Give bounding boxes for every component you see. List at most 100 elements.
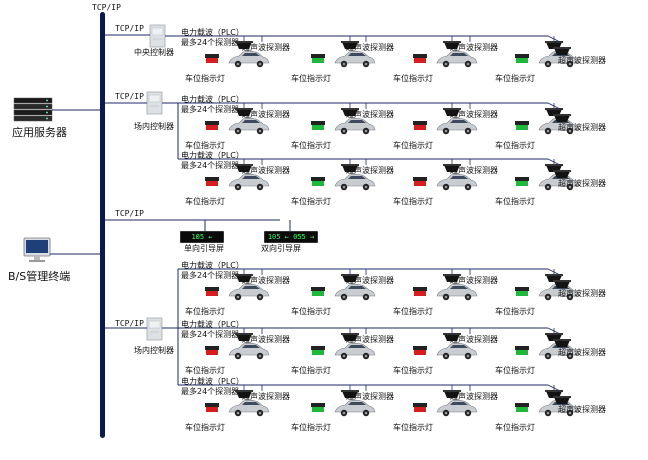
- indicator-light-icon: [413, 403, 427, 412]
- space-indicator-label: 车位指示灯: [393, 140, 433, 150]
- server-icon: [13, 97, 53, 122]
- ultrasonic-detector-label: 超声波探测器: [242, 109, 290, 119]
- car-icon: [334, 117, 376, 135]
- indicator-light-icon: [413, 121, 427, 130]
- ultrasonic-detector-icon: [235, 333, 253, 341]
- space-indicator-label: 车位指示灯: [393, 365, 433, 375]
- indicator-light-icon: [515, 403, 529, 412]
- ultrasonic-detector-label: 超声波探测器: [242, 275, 290, 285]
- car-icon: [436, 283, 478, 301]
- space-indicator-label: 车位指示灯: [291, 365, 331, 375]
- space-indicator-label: 车位指示灯: [291, 140, 331, 150]
- ultrasonic-detector-icon: [341, 390, 359, 398]
- field-controller-label-1: 场内控制器: [134, 122, 174, 131]
- one-way-guide-screen-label: 单向引导屏: [184, 244, 224, 253]
- car-icon: [436, 50, 478, 68]
- central-controller-label: 中央控制器: [134, 48, 174, 57]
- top-tcpip-label: TCP/IP: [92, 3, 121, 12]
- space-indicator-label: 车位指示灯: [185, 140, 225, 150]
- ultrasonic-detector-icon: [553, 396, 571, 404]
- ultrasonic-detector-icon: [443, 108, 461, 116]
- ultrasonic-detector-icon: [553, 114, 571, 122]
- ultrasonic-detector-label: 超声波探测器: [450, 391, 498, 401]
- ultrasonic-detector-icon: [553, 339, 571, 347]
- indicator-light-icon: [413, 346, 427, 355]
- ultrasonic-detector-icon: [235, 390, 253, 398]
- max-detectors-label: 最多24个探测器: [181, 104, 239, 114]
- ultrasonic-detector-icon: [235, 41, 253, 49]
- tcpip-label-1: TCP/IP: [115, 24, 144, 33]
- field-controller-label-2: 场内控制器: [134, 346, 174, 355]
- monitor-icon: [23, 237, 51, 262]
- indicator-light-icon: [413, 54, 427, 63]
- max-detectors-label: 最多24个探测器: [181, 386, 239, 396]
- ultrasonic-detector-label: 超声波探测器: [450, 109, 498, 119]
- indicator-light-icon: [311, 403, 325, 412]
- space-indicator-label: 车位指示灯: [393, 422, 433, 432]
- tcpip-label-4: TCP/IP: [115, 319, 144, 328]
- ultrasonic-detector-label: 超声波探测器: [450, 165, 498, 175]
- indicator-light-icon: [515, 177, 529, 186]
- ultrasonic-detector-icon: [443, 41, 461, 49]
- indicator-light-icon: [205, 287, 219, 296]
- ultrasonic-detector-label: 超声波探测器: [558, 178, 606, 188]
- ultrasonic-detector-label: 超声波探测器: [242, 165, 290, 175]
- space-indicator-label: 车位指示灯: [495, 196, 535, 206]
- max-detectors-label: 最多24个探测器: [181, 160, 239, 170]
- tcpip-label-2: TCP/IP: [115, 92, 144, 101]
- space-indicator-label: 车位指示灯: [291, 73, 331, 83]
- indicator-light-icon: [311, 287, 325, 296]
- car-icon: [436, 117, 478, 135]
- main-network-bus: [100, 12, 105, 438]
- ultrasonic-detector-icon: [443, 333, 461, 341]
- ultrasonic-detector-icon: [553, 280, 571, 288]
- car-icon: [436, 173, 478, 191]
- ultrasonic-detector-icon: [235, 274, 253, 282]
- two-way-guide-screen-label: 双向引导屏: [261, 244, 301, 253]
- ultrasonic-detector-label: 超声波探测器: [558, 122, 606, 132]
- ultrasonic-detector-icon: [553, 170, 571, 178]
- space-indicator-label: 车位指示灯: [185, 422, 225, 432]
- plc-label: 电力载波（PLC）: [181, 94, 244, 104]
- plc-label: 电力载波（PLC）: [181, 260, 244, 270]
- space-indicator-label: 车位指示灯: [185, 73, 225, 83]
- ultrasonic-detector-label: 超声波探测器: [346, 391, 394, 401]
- ultrasonic-detector-icon: [553, 47, 571, 55]
- ultrasonic-detector-icon: [341, 333, 359, 341]
- car-icon: [228, 173, 270, 191]
- indicator-light-icon: [515, 346, 529, 355]
- space-indicator-label: 车位指示灯: [495, 365, 535, 375]
- indicator-light-icon: [413, 177, 427, 186]
- ultrasonic-detector-icon: [235, 108, 253, 116]
- indicator-light-icon: [311, 54, 325, 63]
- ultrasonic-detector-icon: [235, 164, 253, 172]
- ultrasonic-detector-icon: [341, 274, 359, 282]
- car-icon: [228, 342, 270, 360]
- indicator-light-icon: [205, 177, 219, 186]
- plc-label: 电力载波（PLC）: [181, 319, 244, 329]
- ultrasonic-detector-label: 超声波探测器: [242, 334, 290, 344]
- plc-label: 电力载波（PLC）: [181, 376, 244, 386]
- indicator-light-icon: [311, 177, 325, 186]
- ultrasonic-detector-label: 超声波探测器: [346, 109, 394, 119]
- ultrasonic-detector-icon: [443, 390, 461, 398]
- space-indicator-label: 车位指示灯: [291, 422, 331, 432]
- space-indicator-label: 车位指示灯: [291, 306, 331, 316]
- indicator-light-icon: [311, 346, 325, 355]
- car-icon: [334, 283, 376, 301]
- tcpip-label-3: TCP/IP: [115, 209, 144, 218]
- car-icon: [334, 50, 376, 68]
- ultrasonic-detector-label: 超声波探测器: [450, 334, 498, 344]
- indicator-light-icon: [515, 287, 529, 296]
- ultrasonic-detector-icon: [443, 274, 461, 282]
- max-detectors-label: 最多24个探测器: [181, 270, 239, 280]
- indicator-light-icon: [205, 54, 219, 63]
- car-icon: [436, 399, 478, 417]
- max-detectors-label: 最多24个探测器: [181, 37, 239, 47]
- car-icon: [228, 50, 270, 68]
- indicator-light-icon: [515, 121, 529, 130]
- car-icon: [228, 399, 270, 417]
- space-indicator-label: 车位指示灯: [393, 306, 433, 316]
